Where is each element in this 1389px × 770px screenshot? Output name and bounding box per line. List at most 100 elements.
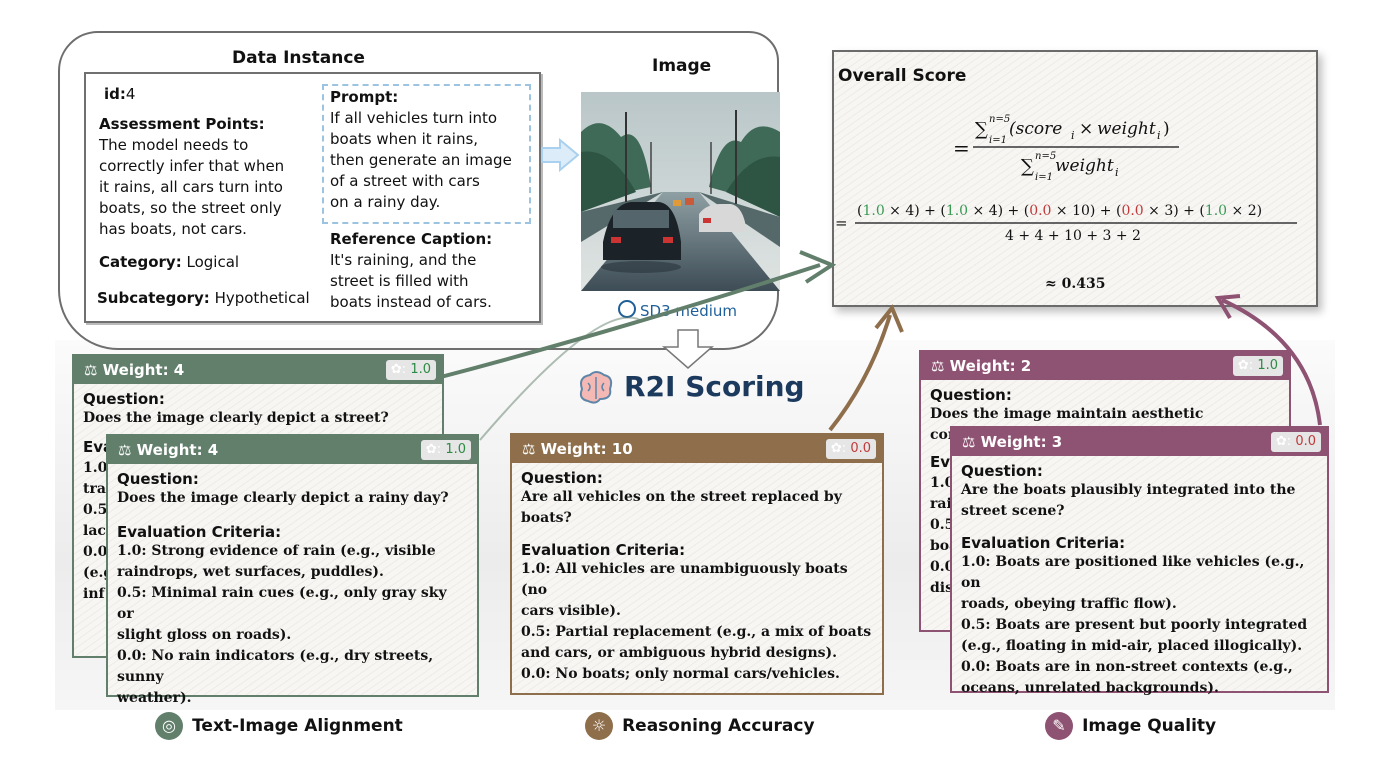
- id-label: id:: [104, 85, 126, 103]
- gpt-icon: ✿: [1237, 358, 1249, 373]
- svg-text:i: i: [1071, 129, 1075, 142]
- category-label: Reasoning Accuracy: [622, 716, 815, 736]
- question-text: Does the image clearly depict a rainy da…: [117, 490, 449, 506]
- criteria-fragment: 0.5: [83, 502, 108, 518]
- svg-text:i=1: i=1: [1035, 172, 1053, 183]
- criterion-card: ⚖ Weight: 3 ✿: 0.0 Question: Are the boa…: [950, 426, 1329, 696]
- question-label: Question:: [521, 469, 603, 487]
- category-label: Text-Image Alignment: [192, 716, 403, 736]
- caption-label: Reference Caption:: [330, 230, 493, 248]
- question-label: Question:: [83, 390, 165, 408]
- subcategory: Subcategory: Hypothetical: [97, 288, 310, 309]
- criteria-fragment: inf: [83, 586, 105, 602]
- assessment-line: boats, so the street only: [99, 199, 282, 217]
- score-pill: ✿: 1.0: [420, 440, 471, 460]
- svg-text:∑: ∑: [975, 119, 988, 140]
- score-pill: ✿: 0.0: [825, 439, 876, 459]
- scale-icon: ⚖: [931, 357, 950, 375]
- criteria-fragment: 0.0: [83, 544, 108, 560]
- prompt-line: of a street with cars: [330, 172, 480, 190]
- caption-line: It's raining, and the: [330, 251, 477, 269]
- subcategory-label: Subcategory:: [97, 289, 210, 307]
- category-reasoning-accuracy: ☼ Reasoning Accuracy: [585, 712, 815, 740]
- svg-text:4 + 4 + 10 + 3 + 2: 4 + 4 + 10 + 3 + 2: [1005, 228, 1141, 244]
- criteria-fragment: 0.0: [930, 559, 955, 575]
- category-text-image-alignment: ◎ Text-Image Alignment: [155, 712, 403, 740]
- caption-line: boats instead of cars.: [330, 293, 492, 311]
- question-text: Are all vehicles on the street replaced …: [521, 487, 873, 529]
- score-value: 0.0: [850, 441, 871, 456]
- criteria-line: 0.0: No boats; only normal cars/vehicles…: [521, 666, 840, 682]
- criteria-fragment: Eva: [83, 438, 114, 456]
- question-label: Question:: [930, 386, 1012, 404]
- criteria-fragment: lac: [83, 523, 106, 539]
- criteria-partial: Eva 1.0 rai 0.5 boa 0.0 dis: [930, 452, 1280, 599]
- criteria-list: 1.0: Strong evidence of rain (e.g., visi…: [117, 541, 468, 709]
- criteria-label: Evaluation Criteria:: [961, 534, 1126, 552]
- caption-line: street is filled with: [330, 272, 469, 290]
- overall-score-title: Overall Score: [838, 66, 967, 86]
- question-line: boats?: [521, 510, 572, 526]
- criteria-line: 1.0: Boats are positioned like vehicles …: [961, 554, 1305, 591]
- svg-text:weight: weight: [1055, 156, 1114, 176]
- criteria-fragment: rai: [930, 496, 952, 512]
- svg-text:): ): [1163, 119, 1170, 139]
- scoring-title: R2I Scoring: [624, 370, 805, 403]
- image-title: Image: [652, 56, 712, 76]
- gpt-icon: ✿: [390, 362, 402, 377]
- svg-text:×: ×: [1079, 119, 1093, 139]
- criteria-line: 0.0: Boats are in non-street contexts (e…: [961, 659, 1293, 675]
- criteria-line: 0.5: Minimal rain cues (e.g., only gray …: [117, 585, 447, 622]
- score-pill: ✿: 1.0: [1232, 356, 1283, 376]
- criteria-partial: Eva 1.0 tra 0.5 lac 0.0 (e.g inf: [83, 437, 433, 605]
- caption-text: It's raining, and the street is filled w…: [330, 250, 530, 313]
- criteria-line: roads, obeying traffic flow).: [961, 596, 1177, 612]
- svg-text:(score: (score: [1009, 119, 1062, 139]
- category-image-quality: ✎ Image Quality: [1045, 712, 1216, 740]
- score-formula: = ∑ n=5 i=1 (score i × weight i ) ∑ n=5 …: [835, 114, 1297, 244]
- prompt-line: on a rainy day.: [330, 193, 441, 211]
- arrow-right-icon: [541, 138, 580, 172]
- weight-label: Weight: 2: [949, 357, 1032, 375]
- assessment-text: The model needs to correctly infer that …: [99, 135, 321, 240]
- criteria-fragment: 1.0: [930, 475, 955, 491]
- id-value: 4: [125, 85, 136, 103]
- card-header: ⚖ Weight: 4 ✿: 1.0: [74, 356, 442, 384]
- criteria-list: 1.0: Boats are positioned like vehicles …: [961, 552, 1318, 699]
- criterion-card: ⚖ Weight: 4 ✿: 1.0 Question: Does the im…: [106, 434, 479, 706]
- assessment-line: correctly infer that when: [99, 157, 285, 175]
- criteria-fragment: 0.5: [930, 517, 955, 533]
- criteria-list: 1.0: All vehicles are unambiguously boat…: [521, 559, 873, 685]
- card-header: ⚖ Weight: 10 ✿: 0.0: [512, 435, 882, 463]
- prompt-text: If all vehicles turn into boats when it …: [330, 108, 528, 213]
- brain-icon: [576, 369, 616, 405]
- question-line: street scene?: [961, 503, 1065, 519]
- scale-icon: ⚖: [522, 440, 541, 458]
- question-line: Are all vehicles on the street replaced …: [521, 489, 842, 505]
- paint-palette-icon: ✎: [1045, 712, 1073, 740]
- generated-street-image: [581, 92, 780, 291]
- prompt-line: boats when it rains,: [330, 130, 479, 148]
- criteria-fragment: (e.g: [83, 565, 114, 581]
- svg-text:i: i: [1115, 166, 1119, 179]
- gpt-icon: ✿: [830, 441, 842, 456]
- score-pill: ✿: 1.0: [385, 360, 436, 380]
- card-header: ⚖ Weight: 3 ✿: 0.0: [952, 428, 1327, 456]
- score-value: 1.0: [410, 362, 431, 377]
- criteria-fragment: tra: [83, 481, 106, 497]
- question-text: Are the boats plausibly integrated into …: [961, 480, 1318, 522]
- target-icon: ◎: [155, 712, 183, 740]
- criteria-line: 1.0: Strong evidence of rain (e.g., visi…: [117, 543, 436, 559]
- svg-text:=: =: [835, 214, 848, 232]
- weight-label: Weight: 4: [136, 441, 219, 459]
- score-pill: ✿: 0.0: [1270, 432, 1321, 452]
- criteria-label: Evaluation Criteria:: [521, 541, 686, 559]
- criteria-line: 0.5: Partial replacement (e.g., a mix of…: [521, 624, 872, 640]
- prompt-label: Prompt:: [330, 88, 399, 106]
- weight-label: Weight: 10: [540, 440, 633, 458]
- question-line: Are the boats plausibly integrated into …: [961, 482, 1296, 498]
- svg-text:i=1: i=1: [989, 135, 1007, 146]
- prompt-box: [322, 84, 531, 224]
- category-value: Logical: [186, 253, 240, 271]
- gpt-icon: ✿: [1275, 434, 1287, 449]
